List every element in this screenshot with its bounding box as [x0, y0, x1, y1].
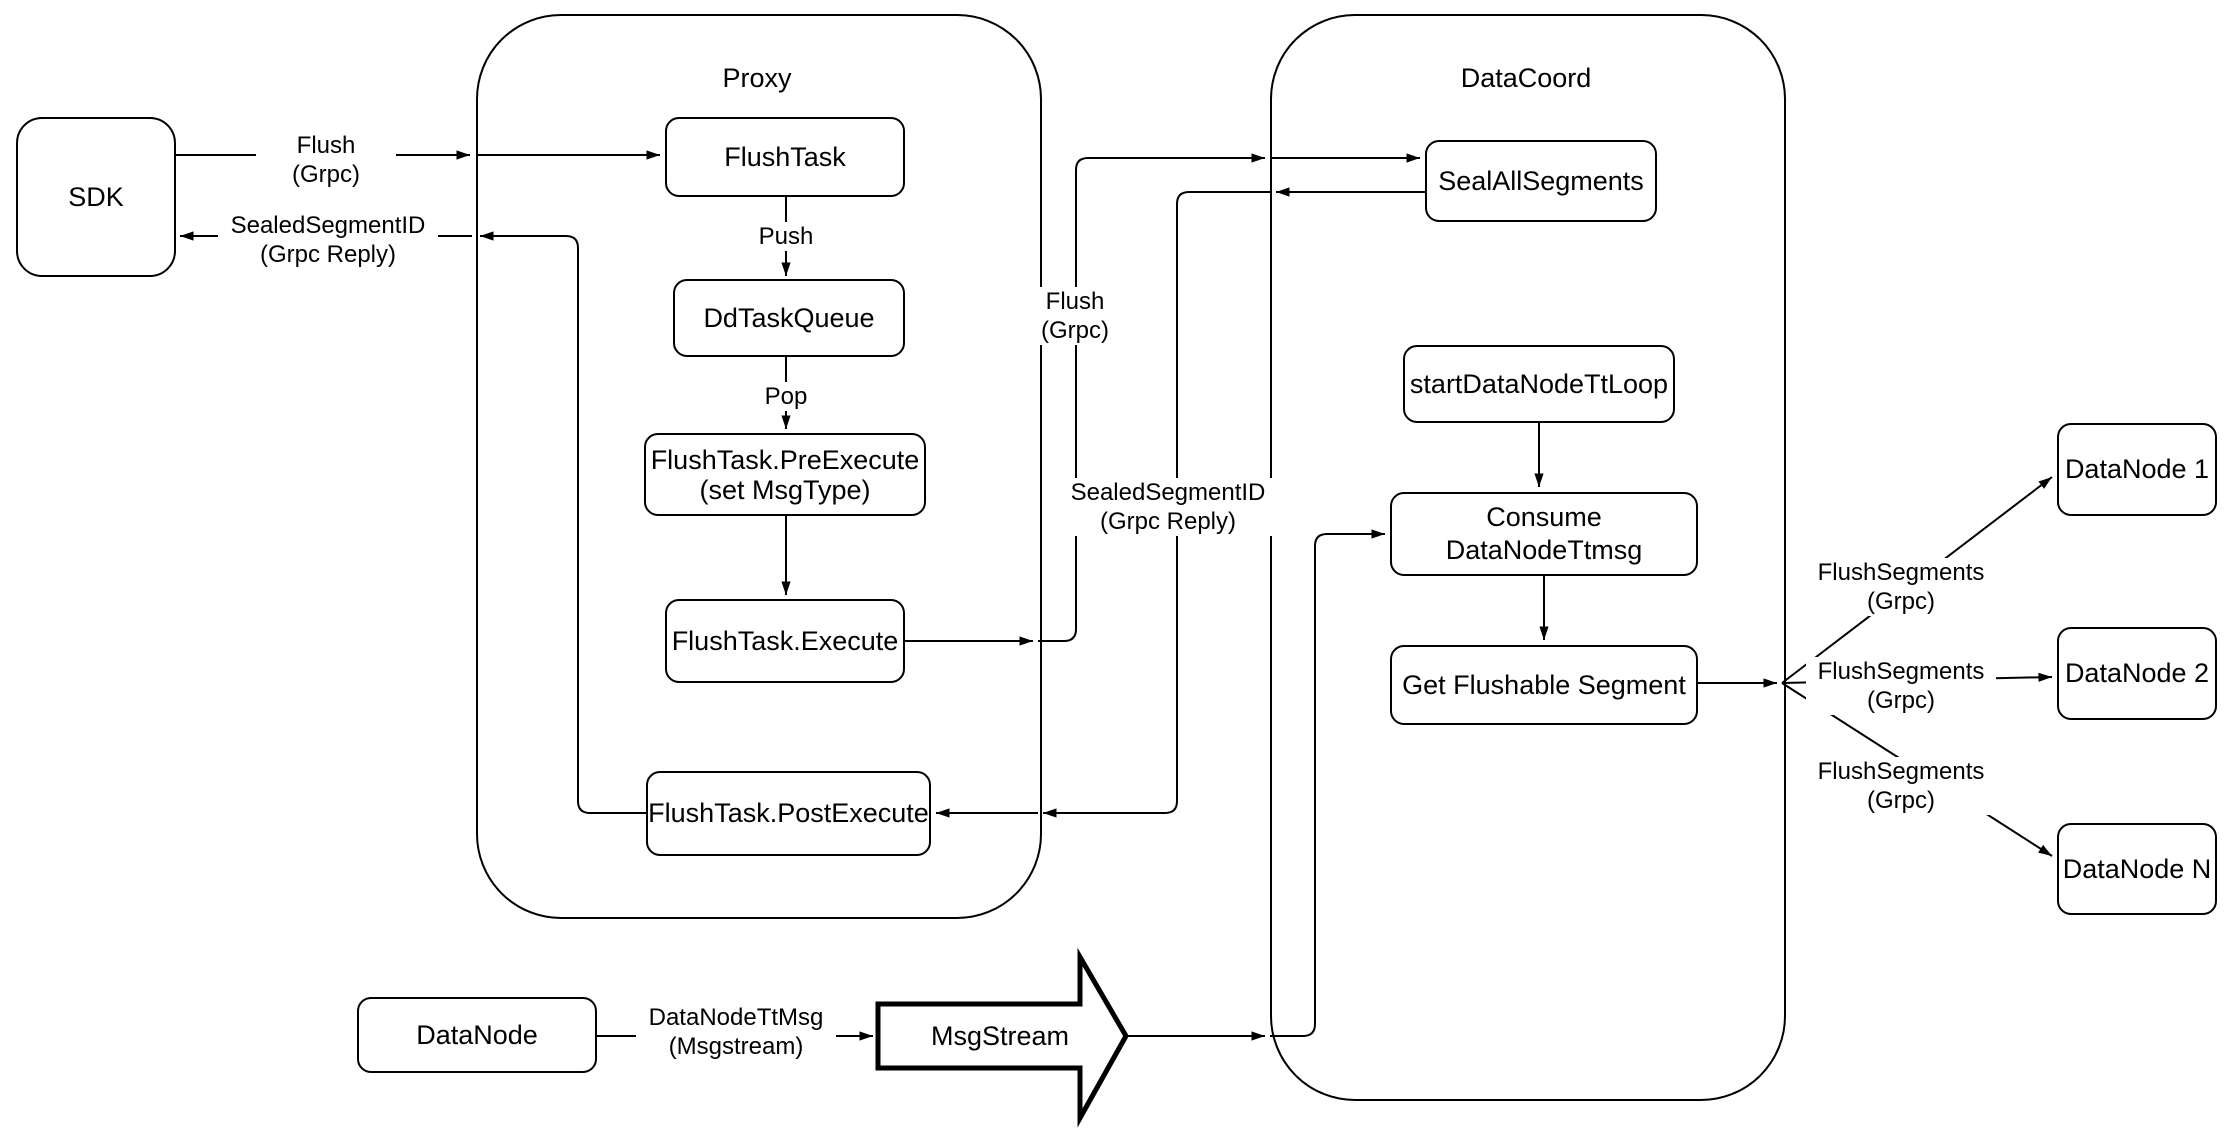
node-datanode-2: DataNode 2	[2057, 627, 2217, 720]
label-line: (Grpc)	[1867, 588, 1935, 615]
label-flush-segments-2: FlushSegments (Grpc)	[1806, 657, 1996, 715]
pre-execute-line2: (set MsgType)	[699, 474, 871, 505]
label-line: (Grpc Reply)	[1099, 508, 1237, 535]
label-line: (Grpc)	[1867, 787, 1935, 814]
label-line: (Grpc)	[1867, 687, 1935, 714]
label-line: (Grpc)	[1041, 317, 1109, 344]
label-datanode-tt-msg: DataNodeTtMsg (Msgstream)	[636, 1003, 836, 1061]
label-line: Flush	[1045, 288, 1105, 315]
node-datanode-1: DataNode 1	[2057, 423, 2217, 516]
node-datanode: DataNode	[357, 997, 597, 1073]
node-consume-datanode-ttmsg: Consume DataNodeTtmsg	[1390, 492, 1698, 576]
edge-flush-up-to-datacoord	[1038, 153, 1265, 642]
node-flush-task-pre-execute: FlushTask.PreExecute (set MsgType)	[644, 433, 926, 516]
label-line: FlushSegments	[1817, 658, 1985, 685]
node-flush-task-post-execute: FlushTask.PostExecute	[646, 771, 931, 856]
label-flush-segments-1: FlushSegments (Grpc)	[1806, 558, 1996, 616]
label-line: Flush	[296, 132, 356, 159]
proxy-title: Proxy	[722, 63, 792, 93]
node-dd-task-queue: DdTaskQueue	[673, 279, 905, 357]
label-line: (Grpc)	[292, 161, 360, 188]
label-pop: Pop	[736, 382, 836, 411]
label-msgstream: MsgStream	[930, 1021, 1070, 1051]
node-flush-task: FlushTask	[665, 117, 905, 197]
node-datanode-n: DataNode N	[2057, 823, 2217, 915]
label-push: Push	[736, 222, 836, 251]
label-flush-segments-3: FlushSegments (Grpc)	[1806, 757, 1996, 815]
node-flush-task-execute: FlushTask.Execute	[665, 599, 905, 683]
label-flush-grpc-mid: Flush (Grpc)	[1015, 287, 1135, 345]
label-flush-grpc-left: Flush (Grpc)	[256, 131, 396, 189]
label-line: FlushSegments	[1817, 559, 1985, 586]
node-start-datanode-tt-loop: startDataNodeTtLoop	[1403, 345, 1675, 423]
label-line: SealedSegmentID	[1070, 479, 1266, 506]
label-sealed-segment-id-left: SealedSegmentID (Grpc Reply)	[218, 211, 438, 269]
label-line: (Grpc Reply)	[259, 241, 397, 268]
label-line: DataNodeTtMsg	[648, 1004, 824, 1031]
label-sealed-segment-id-mid: SealedSegmentID (Grpc Reply)	[1058, 478, 1278, 536]
label-line: (Msgstream)	[668, 1033, 804, 1060]
label-line: SealedSegmentID	[230, 212, 426, 239]
node-get-flushable-segment: Get Flushable Segment	[1390, 645, 1698, 725]
node-sdk: SDK	[16, 117, 176, 277]
label-line: FlushSegments	[1817, 758, 1985, 785]
datacoord-title: DataCoord	[1460, 63, 1592, 93]
pre-execute-line1: FlushTask.PreExecute	[650, 444, 920, 475]
node-seal-all-segments: SealAllSegments	[1425, 140, 1657, 222]
